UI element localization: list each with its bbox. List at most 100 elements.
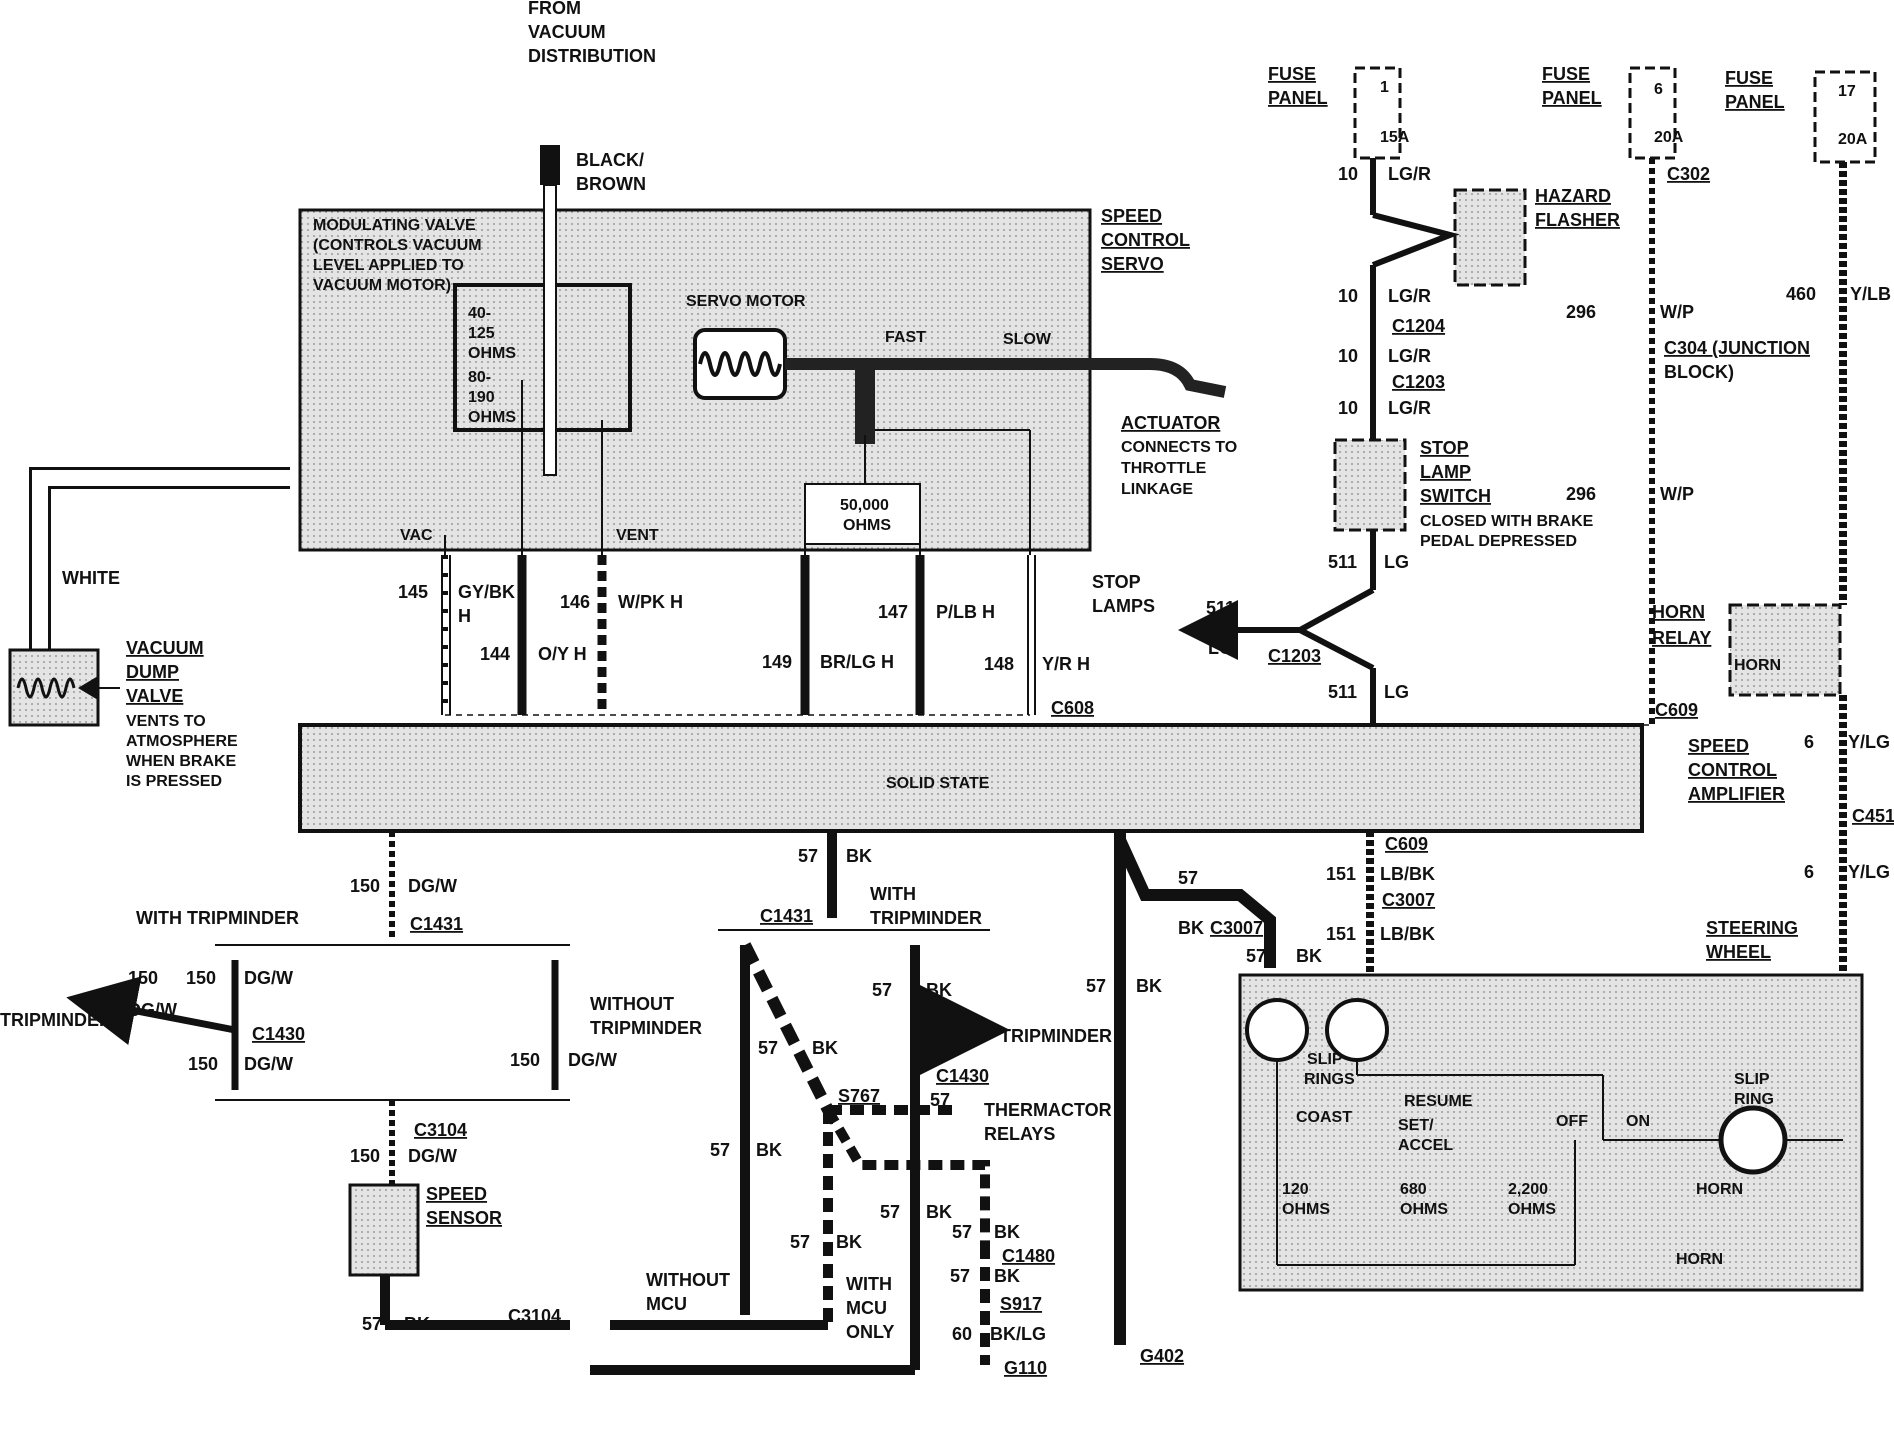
modulating-valve-box xyxy=(453,283,632,432)
therm-2: RELAYS xyxy=(984,1124,1055,1144)
servo-title-1: SPEED xyxy=(1101,206,1162,226)
c608: C608 xyxy=(1051,698,1094,718)
bk-h: BK xyxy=(926,1202,952,1222)
r1a: 40- xyxy=(468,305,491,322)
fuse3-amps: 20A xyxy=(1838,131,1868,148)
fuse-box-3 xyxy=(1813,70,1877,164)
stop-d2: PEDAL DEPRESSED xyxy=(1420,533,1577,550)
c609b: C609 xyxy=(1385,834,1428,854)
fuse2-t1: FUSE xyxy=(1542,64,1590,84)
bk-i: BK xyxy=(836,1232,862,1252)
slow-label: SLOW xyxy=(1003,331,1052,348)
w150f: 150 xyxy=(350,1146,380,1166)
slipring-1: SLIP xyxy=(1734,1071,1770,1088)
mcu-with-3: ONLY xyxy=(846,1322,894,1342)
r2200a: 2,200 xyxy=(1508,1181,1548,1198)
w150c: 150 xyxy=(186,968,216,988)
steer-1: STEERING xyxy=(1706,918,1798,938)
lower-middle-wires xyxy=(590,831,1276,1375)
resume: RESUME xyxy=(1404,1093,1473,1110)
mcu-with-1: WITH xyxy=(846,1274,892,1294)
bk-b: BK xyxy=(846,846,872,866)
fuse1-amps: 15A xyxy=(1380,129,1410,146)
horn-relay-2: RELAY xyxy=(1652,628,1711,648)
c1203b: C1203 xyxy=(1268,646,1321,666)
dgw-c: DG/W xyxy=(128,1000,177,1020)
without-trip-1: WITHOUT xyxy=(590,994,674,1014)
w511c: 511 xyxy=(1328,682,1357,702)
bk-d: BK xyxy=(812,1038,838,1058)
therm-1: THERMACTOR xyxy=(984,1100,1112,1120)
c3104b: C3104 xyxy=(508,1306,561,1326)
stop-2: LAMP xyxy=(1420,462,1471,482)
slip-ring-left xyxy=(1245,998,1309,1062)
ylg-a: Y/LG xyxy=(1848,732,1890,752)
w145-color: GY/BK xyxy=(458,582,515,602)
vac-src-1: FROM xyxy=(528,0,581,18)
vac-label: VAC xyxy=(400,527,433,544)
valve-2: (CONTROLS VACUUM xyxy=(313,237,482,254)
fuse1-t2: PANEL xyxy=(1268,88,1328,108)
dump-d3: WHEN BRAKE xyxy=(126,753,237,770)
horn-2: HORN xyxy=(1676,1251,1723,1268)
fuse-box-2 xyxy=(1628,66,1677,160)
w57h: 57 xyxy=(880,1202,900,1222)
wp-b: W/P xyxy=(1660,484,1694,504)
w149: 149 xyxy=(762,652,792,672)
lower-left-wires xyxy=(66,830,1370,1330)
c3007a: C3007 xyxy=(1210,918,1263,938)
with-trip-2a: WITH xyxy=(870,884,916,904)
lg-a: LG xyxy=(1384,552,1409,572)
r2b: 190 xyxy=(468,389,495,406)
hose-color-2: BROWN xyxy=(576,174,646,194)
hazard-2: FLASHER xyxy=(1535,210,1620,230)
white-hose xyxy=(29,467,290,650)
vacuum-inlet-cap xyxy=(540,145,560,185)
w151a: 151 xyxy=(1326,864,1356,884)
w149-color: BR/LG H xyxy=(820,652,894,672)
dgw-a: DG/W xyxy=(408,876,457,896)
bk-l: BK xyxy=(1136,976,1162,996)
dgw-e: DG/W xyxy=(568,1050,617,1070)
w148-color: Y/R H xyxy=(1042,654,1090,674)
w57l: 57 xyxy=(1086,976,1106,996)
w146-color: W/PK H xyxy=(618,592,683,612)
w296b: 296 xyxy=(1566,484,1596,504)
fuse2-num: 6 xyxy=(1654,81,1663,98)
w57g: 57 xyxy=(710,1140,730,1160)
lamps-2: LAMPS xyxy=(1092,596,1155,616)
valve-3: LEVEL APPLIED TO xyxy=(313,257,464,274)
dgw-d: DG/W xyxy=(244,1054,293,1074)
bk-k: BK xyxy=(994,1266,1020,1286)
ylb: Y/LB xyxy=(1850,284,1891,304)
c302: C302 xyxy=(1667,164,1710,184)
w150a: 150 xyxy=(350,876,380,896)
w57a: 57 xyxy=(362,1314,382,1334)
dump-1: VACUUM xyxy=(126,638,204,658)
tm-right: TRIPMINDER xyxy=(1000,1026,1112,1046)
mcu-without-1: WITHOUT xyxy=(646,1270,730,1290)
speed-control-amplifier xyxy=(298,723,1644,833)
fuse1-num: 1 xyxy=(1380,79,1389,96)
stop-1: STOP xyxy=(1420,438,1469,458)
bklg: BK/LG xyxy=(990,1324,1046,1344)
w57d: 57 xyxy=(758,1038,778,1058)
r2a: 80- xyxy=(468,369,491,386)
fuse3-t2: PANEL xyxy=(1725,92,1785,112)
horn-relay-inner: HORN xyxy=(1734,657,1781,674)
lgr-a: LG/R xyxy=(1388,164,1431,184)
horn-relay xyxy=(1728,603,1842,697)
set1: SET/ xyxy=(1398,1117,1434,1134)
c451: C451 xyxy=(1852,806,1894,826)
r1c: OHMS xyxy=(468,345,516,362)
stop-d1: CLOSED WITH BRAKE xyxy=(1420,513,1594,530)
w10d: 10 xyxy=(1338,398,1358,418)
c1430a: C1430 xyxy=(252,1024,305,1044)
actuator-title: ACTUATOR xyxy=(1121,413,1220,433)
pot-50k xyxy=(804,483,921,545)
lamps-1: STOP xyxy=(1092,572,1141,592)
vac-src-2: VACUUM xyxy=(528,22,606,42)
cable-stub xyxy=(855,364,875,444)
lgr-b: LG/R xyxy=(1388,286,1431,306)
r1b: 125 xyxy=(468,325,495,342)
